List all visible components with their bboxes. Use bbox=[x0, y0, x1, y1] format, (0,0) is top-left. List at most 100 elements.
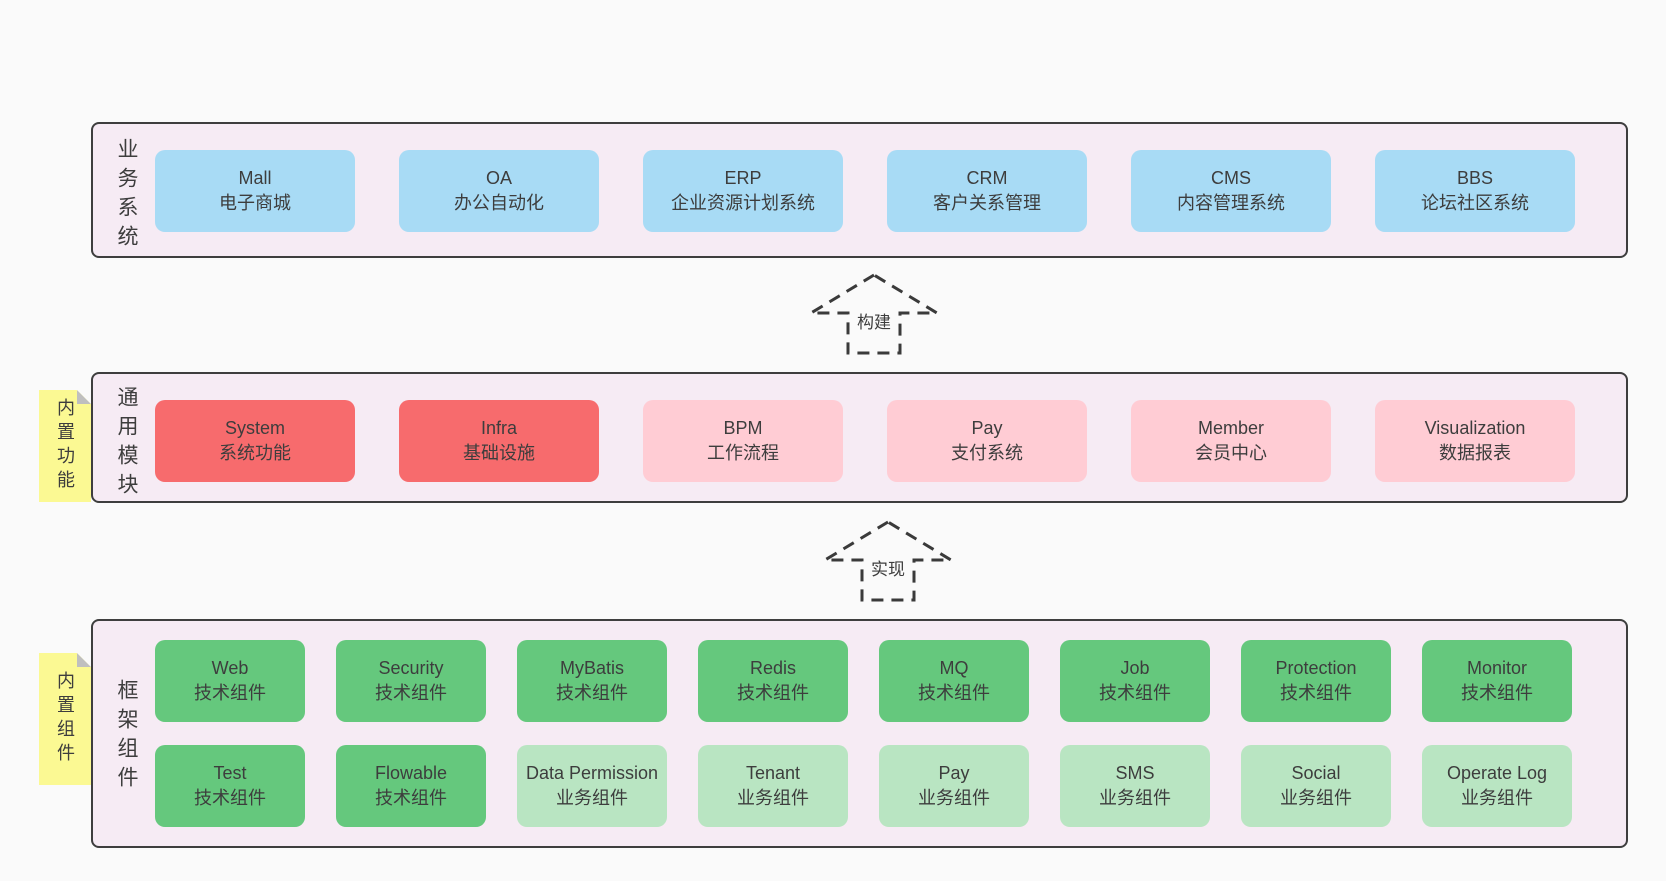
box-subtitle: 技术组件 bbox=[375, 788, 447, 808]
box-infra: Infra 基础设施 bbox=[399, 400, 599, 482]
box-subtitle: 数据报表 bbox=[1439, 443, 1511, 463]
box-subtitle: 技术组件 bbox=[556, 683, 628, 703]
layer-business-systems: 业务系统 Mall 电子商城 OA 办公自动化 ERP 企业资源计划系统 CRM… bbox=[91, 122, 1628, 258]
box-title: MyBatis bbox=[559, 658, 624, 678]
box-title: BPM bbox=[723, 418, 763, 438]
box-title: Data Permission bbox=[525, 763, 659, 783]
box-social: Social 业务组件 bbox=[1241, 745, 1391, 827]
arrow-label: 构建 bbox=[853, 308, 895, 333]
box-title: Security bbox=[378, 658, 444, 678]
common-box-row: System 系统功能 Infra 基础设施 BPM 工作流程 Pay 支付系统… bbox=[155, 400, 1575, 482]
box-flowable: Flowable 技术组件 bbox=[336, 745, 486, 827]
box-pay: Pay 支付系统 bbox=[887, 400, 1087, 482]
box-operate-log: Operate Log 业务组件 bbox=[1422, 745, 1572, 827]
box-title: OA bbox=[485, 168, 512, 188]
box-subtitle: 会员中心 bbox=[1195, 443, 1267, 463]
arrow-implement: 实现 bbox=[821, 519, 955, 603]
framework-box-row-1: Web 技术组件 Security 技术组件 MyBatis 技术组件 Redi… bbox=[155, 640, 1572, 722]
box-subtitle: 系统功能 bbox=[219, 443, 291, 463]
note-text: 内置功能 bbox=[55, 398, 75, 494]
arrow-build: 构建 bbox=[807, 272, 941, 356]
box-security: Security 技术组件 bbox=[336, 640, 486, 722]
box-tenant: Tenant 业务组件 bbox=[698, 745, 848, 827]
box-subtitle: 内容管理系统 bbox=[1177, 193, 1285, 213]
box-title: CMS bbox=[1211, 168, 1251, 188]
box-title: Member bbox=[1197, 418, 1264, 438]
box-member: Member 会员中心 bbox=[1131, 400, 1331, 482]
box-title: Social bbox=[1291, 763, 1341, 783]
sticky-note-builtin-components: 内置组件 bbox=[39, 653, 91, 785]
sticky-note-builtin-features: 内置功能 bbox=[39, 390, 91, 502]
arrow-label: 实现 bbox=[867, 555, 909, 580]
box-title: Mall bbox=[238, 168, 272, 188]
box-oa: OA 办公自动化 bbox=[399, 150, 599, 232]
box-title: System bbox=[224, 418, 285, 438]
box-title: SMS bbox=[1115, 763, 1155, 783]
box-subtitle: 业务组件 bbox=[1099, 788, 1171, 808]
box-web: Web 技术组件 bbox=[155, 640, 305, 722]
layer-label-business: 业务系统 bbox=[115, 138, 138, 254]
layer-framework-components: 框架组件 Web 技术组件 Security 技术组件 MyBatis 技术组件… bbox=[91, 619, 1628, 848]
box-monitor: Monitor 技术组件 bbox=[1422, 640, 1572, 722]
box-bpm: BPM 工作流程 bbox=[643, 400, 843, 482]
box-subtitle: 技术组件 bbox=[737, 683, 809, 703]
box-subtitle: 技术组件 bbox=[1099, 683, 1171, 703]
framework-box-row-2: Test 技术组件 Flowable 技术组件 Data Permission … bbox=[155, 745, 1572, 827]
box-subtitle: 业务组件 bbox=[918, 788, 990, 808]
box-subtitle: 技术组件 bbox=[1280, 683, 1352, 703]
box-title: Test bbox=[213, 763, 247, 783]
box-title: Monitor bbox=[1466, 658, 1528, 678]
box-subtitle: 企业资源计划系统 bbox=[671, 193, 815, 213]
business-box-row: Mall 电子商城 OA 办公自动化 ERP 企业资源计划系统 CRM 客户关系… bbox=[155, 150, 1575, 232]
note-fold-corner-icon bbox=[77, 653, 91, 667]
box-subtitle: 支付系统 bbox=[951, 443, 1023, 463]
box-subtitle: 论坛社区系统 bbox=[1421, 193, 1529, 213]
box-cms: CMS 内容管理系统 bbox=[1131, 150, 1331, 232]
box-subtitle: 业务组件 bbox=[556, 788, 628, 808]
box-subtitle: 电子商城 bbox=[219, 193, 291, 213]
layer-common-modules: 通用模块 System 系统功能 Infra 基础设施 BPM 工作流程 Pay… bbox=[91, 372, 1628, 503]
box-pay-biz: Pay 业务组件 bbox=[879, 745, 1029, 827]
box-title: Redis bbox=[749, 658, 797, 678]
box-subtitle: 办公自动化 bbox=[454, 193, 544, 213]
box-title: Web bbox=[211, 658, 249, 678]
box-title: Infra bbox=[480, 418, 518, 438]
box-subtitle: 客户关系管理 bbox=[933, 193, 1041, 213]
box-data-permission: Data Permission 业务组件 bbox=[517, 745, 667, 827]
box-crm: CRM 客户关系管理 bbox=[887, 150, 1087, 232]
box-title: MQ bbox=[939, 658, 969, 678]
box-title: ERP bbox=[724, 168, 762, 188]
box-system: System 系统功能 bbox=[155, 400, 355, 482]
box-bbs: BBS 论坛社区系统 bbox=[1375, 150, 1575, 232]
box-erp: ERP 企业资源计划系统 bbox=[643, 150, 843, 232]
box-title: Flowable bbox=[374, 763, 448, 783]
box-subtitle: 基础设施 bbox=[463, 443, 535, 463]
box-subtitle: 技术组件 bbox=[194, 683, 266, 703]
box-subtitle: 技术组件 bbox=[194, 788, 266, 808]
box-job: Job 技术组件 bbox=[1060, 640, 1210, 722]
box-title: Job bbox=[1120, 658, 1150, 678]
box-title: Pay bbox=[938, 763, 970, 783]
box-subtitle: 业务组件 bbox=[1461, 788, 1533, 808]
box-test: Test 技术组件 bbox=[155, 745, 305, 827]
box-subtitle: 技术组件 bbox=[918, 683, 990, 703]
box-mall: Mall 电子商城 bbox=[155, 150, 355, 232]
box-subtitle: 业务组件 bbox=[1280, 788, 1352, 808]
box-redis: Redis 技术组件 bbox=[698, 640, 848, 722]
layer-label-common: 通用模块 bbox=[115, 386, 138, 502]
box-title: Protection bbox=[1275, 658, 1357, 678]
note-fold-corner-icon bbox=[77, 390, 91, 404]
box-visualization: Visualization 数据报表 bbox=[1375, 400, 1575, 482]
box-subtitle: 业务组件 bbox=[737, 788, 809, 808]
box-subtitle: 工作流程 bbox=[707, 443, 779, 463]
box-subtitle: 技术组件 bbox=[1461, 683, 1533, 703]
box-mq: MQ 技术组件 bbox=[879, 640, 1029, 722]
note-text: 内置组件 bbox=[55, 671, 75, 767]
box-mybatis: MyBatis 技术组件 bbox=[517, 640, 667, 722]
box-title: Pay bbox=[971, 418, 1003, 438]
box-title: Tenant bbox=[745, 763, 801, 783]
box-title: Visualization bbox=[1424, 418, 1526, 438]
box-title: CRM bbox=[966, 168, 1008, 188]
box-subtitle: 技术组件 bbox=[375, 683, 447, 703]
